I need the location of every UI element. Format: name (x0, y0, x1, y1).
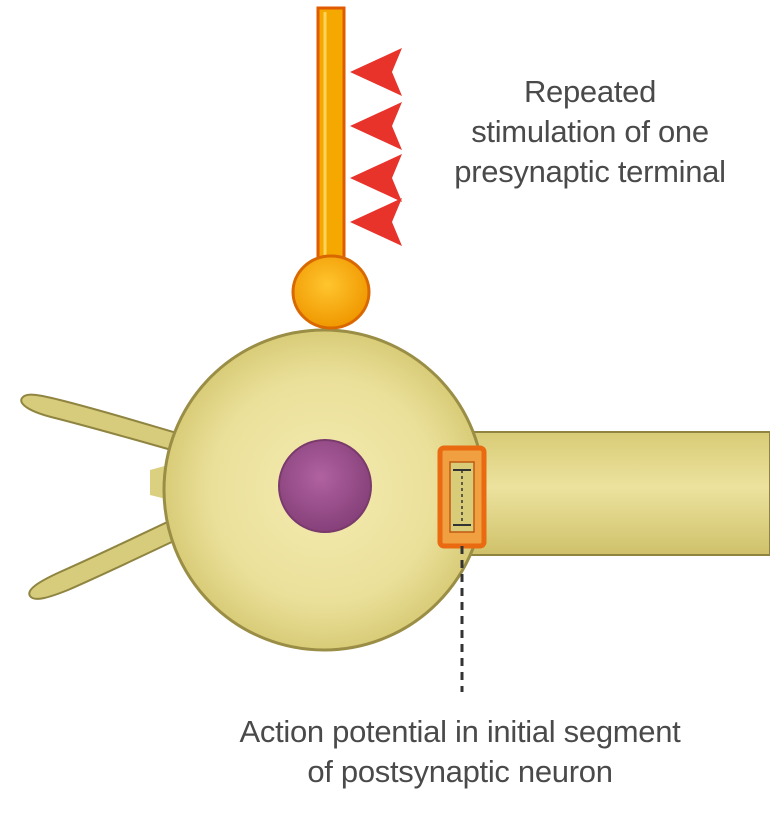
stimulation-label-line: presynaptic terminal (440, 152, 740, 192)
initial-segment-marker (440, 448, 484, 546)
presynaptic-terminal (293, 8, 369, 328)
presynaptic-bouton (293, 256, 369, 328)
nucleus (279, 440, 371, 532)
stimulus-arrow (350, 198, 402, 246)
stimulation-label-line: Repeated (440, 72, 740, 112)
action-potential-label: Action potential in initial segment of p… (200, 712, 720, 792)
presynaptic-axon (318, 8, 344, 270)
stimulation-label: Repeated stimulation of one presynaptic … (440, 72, 740, 192)
stimulus-arrow (350, 154, 402, 202)
action-potential-label-line: of postsynaptic neuron (200, 752, 720, 792)
action-potential-label-line: Action potential in initial segment (200, 712, 720, 752)
stimulation-label-line: stimulation of one (440, 112, 740, 152)
stimulus-arrows (350, 48, 402, 246)
stimulus-arrow (350, 48, 402, 96)
stimulus-arrow (350, 102, 402, 150)
